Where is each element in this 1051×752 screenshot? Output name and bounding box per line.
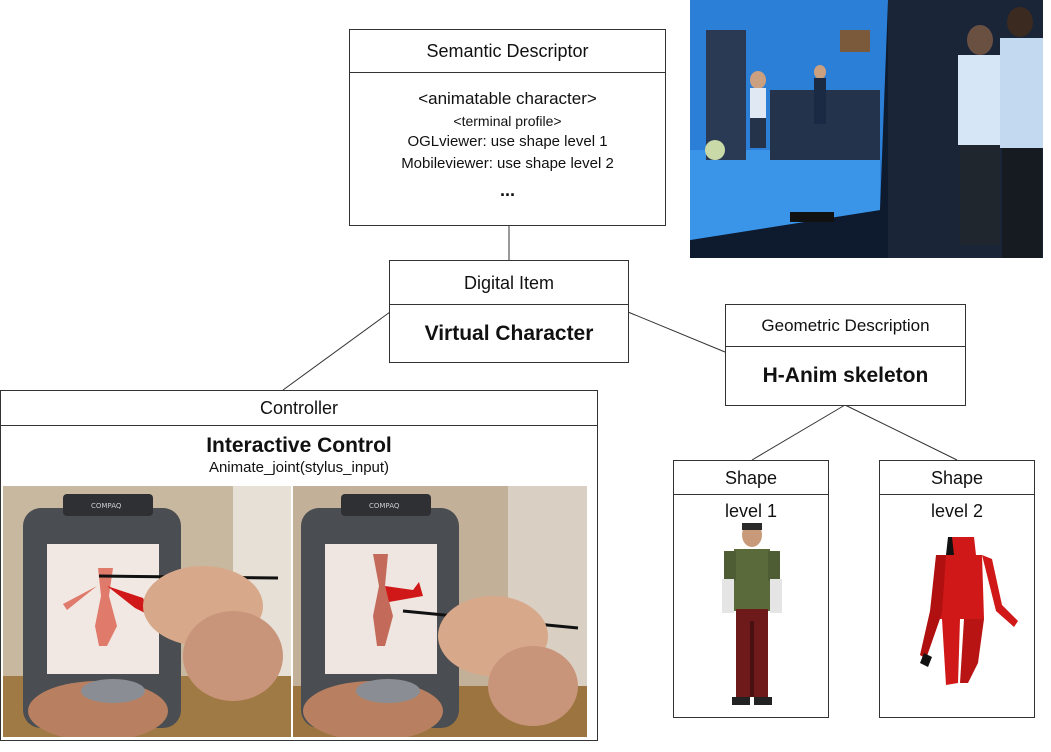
descriptor-line-oglviewer: OGLviewer: use shape level 1 [407,133,608,150]
descriptor-line-character: <animatable character> [418,89,597,108]
shape-level1-figure [722,523,782,705]
controller-title: Controller [1,391,597,426]
digital-item-title: Digital Item [390,261,628,305]
controller-subtitle: Animate_joint(stylus_input) [208,459,390,476]
link-digital-controller [282,311,391,391]
svg-text:COMPAQ: COMPAQ [91,502,122,510]
pda-photo-right: COMPAQ [293,486,587,737]
svg-text:COMPAQ: COMPAQ [369,502,400,510]
geometric-description-body: H-Anim skeleton [762,364,929,387]
projection-wall-photo [690,0,1043,258]
geometric-description-title: Geometric Description [726,305,965,347]
controller-body: Interactive Control [206,434,392,457]
geometric-description-box: Geometric Description H-Anim skeleton [725,304,966,406]
shape-level2-figure [920,537,1018,685]
shape-level2-box: Shape level 2 [879,460,1035,718]
descriptor-line-ellipsis: ... [499,180,515,200]
shape-level1-label: level 1 [724,501,778,521]
descriptor-line-mobileviewer: Mobileviewer: use shape level 2 [401,155,614,172]
link-digital-geometric [627,311,726,353]
shape-level2-label: level 2 [930,501,984,521]
link-geometric-shape1 [751,404,846,461]
semantic-descriptor-title: Semantic Descriptor [350,30,665,73]
descriptor-line-terminal: <terminal profile> [453,113,562,129]
shape-level1-title: Shape [674,461,828,495]
semantic-descriptor-box: Semantic Descriptor <animatable characte… [349,29,666,226]
shape-level1-box: Shape level 1 [673,460,829,718]
pda-photo-left: COMPAQ [3,486,291,737]
digital-item-body: Virtual Character [424,322,594,345]
link-geometric-shape2 [844,404,958,461]
shape-level2-title: Shape [880,461,1034,495]
digital-item-box: Digital Item Virtual Character [389,260,629,363]
